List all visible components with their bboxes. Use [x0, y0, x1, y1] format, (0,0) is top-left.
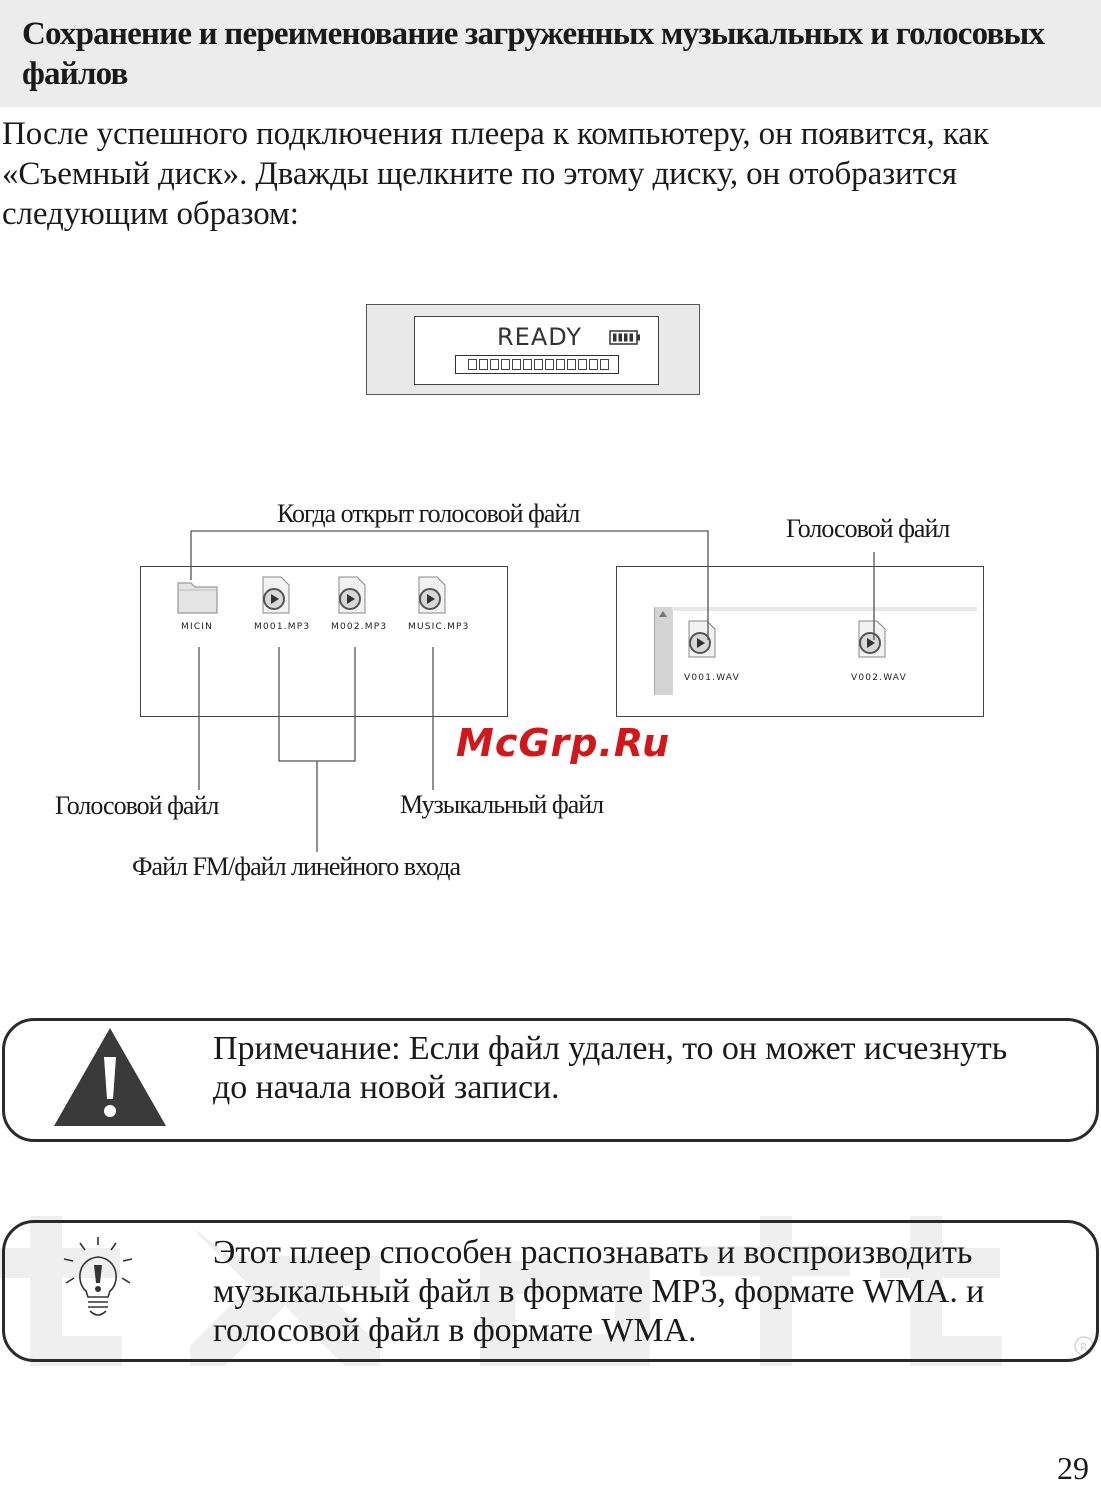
file-name-micin: MICIN: [181, 622, 214, 632]
lcd-segment: [479, 359, 488, 370]
audio-file-icon: [262, 576, 290, 614]
file-name-music: MUSIC.MP3: [408, 622, 470, 632]
scrollbar: [654, 607, 673, 695]
battery-icon: [609, 330, 640, 345]
label-when-voice-open: Когда открыт голосовой файл: [277, 499, 580, 528]
right-file-panel: V001.WAV V002.WAV: [616, 566, 984, 717]
lcd-segment: [534, 359, 543, 370]
label-music-file: Музыкальный файл: [400, 790, 604, 819]
file-name-m002: M002.MP3: [331, 622, 388, 632]
lcd-segment: [512, 359, 521, 370]
tip-text: Этот плеер способен распознавать и воспр…: [213, 1234, 985, 1349]
note-text: Примечание: Если файл удален, то он може…: [213, 1030, 1008, 1106]
warning-triangle-icon: [54, 1028, 166, 1126]
note-box: Примечание: Если файл удален, то он може…: [2, 1018, 1099, 1142]
tip-box: Этот плеер способен распознавать и воспр…: [2, 1220, 1099, 1362]
page-number: 29: [1057, 1450, 1089, 1486]
watermark: McGrp.Ru: [456, 721, 671, 765]
audio-file-icon: [688, 620, 716, 658]
intro-paragraph: После успешного подключения плеера к ком…: [2, 116, 989, 232]
section-header: Сохранение и переименование загруженных …: [0, 0, 1101, 107]
lcd-segment: [545, 359, 554, 370]
lcd-status-text: READY: [497, 323, 583, 351]
audio-file-icon: [338, 576, 366, 614]
lcd-segment: [578, 359, 587, 370]
lightbulb-icon: [63, 1237, 133, 1316]
lcd-segment: [589, 359, 598, 370]
label-fm-line-in-file: Файл FM/файл линейного входа: [132, 852, 461, 881]
folder-icon: [177, 582, 218, 614]
audio-file-icon: [858, 620, 886, 658]
lcd-segment: [501, 359, 510, 370]
label-voice-file-left: Голосовой файл: [55, 791, 219, 820]
lcd-segment: [523, 359, 532, 370]
section-title: Сохранение и переименование загруженных …: [22, 16, 1045, 92]
lcd-segment: [556, 359, 565, 370]
brand-logo-background: R: [0, 1216, 1094, 1366]
scroll-up-arrow-icon: [659, 611, 667, 617]
file-name-v002: V002.WAV: [851, 673, 907, 683]
lcd-segment: [567, 359, 576, 370]
file-name-m001: M001.MP3: [254, 622, 311, 632]
list-header-strip: [672, 607, 977, 611]
audio-file-icon: [418, 576, 446, 614]
lcd-progress-bar: [455, 355, 619, 374]
lcd-segment: [600, 359, 609, 370]
file-name-v001: V001.WAV: [684, 673, 740, 683]
left-file-panel: MICIN M001.MP3 M002.MP3 MUSIC.MP3: [140, 566, 508, 717]
lcd-segment: [490, 359, 499, 370]
label-voice-file-right: Голосовой файл: [786, 514, 950, 543]
lcd-screen: READY: [414, 316, 659, 385]
lcd-display: READY: [366, 304, 700, 395]
lcd-segment: [468, 359, 477, 370]
